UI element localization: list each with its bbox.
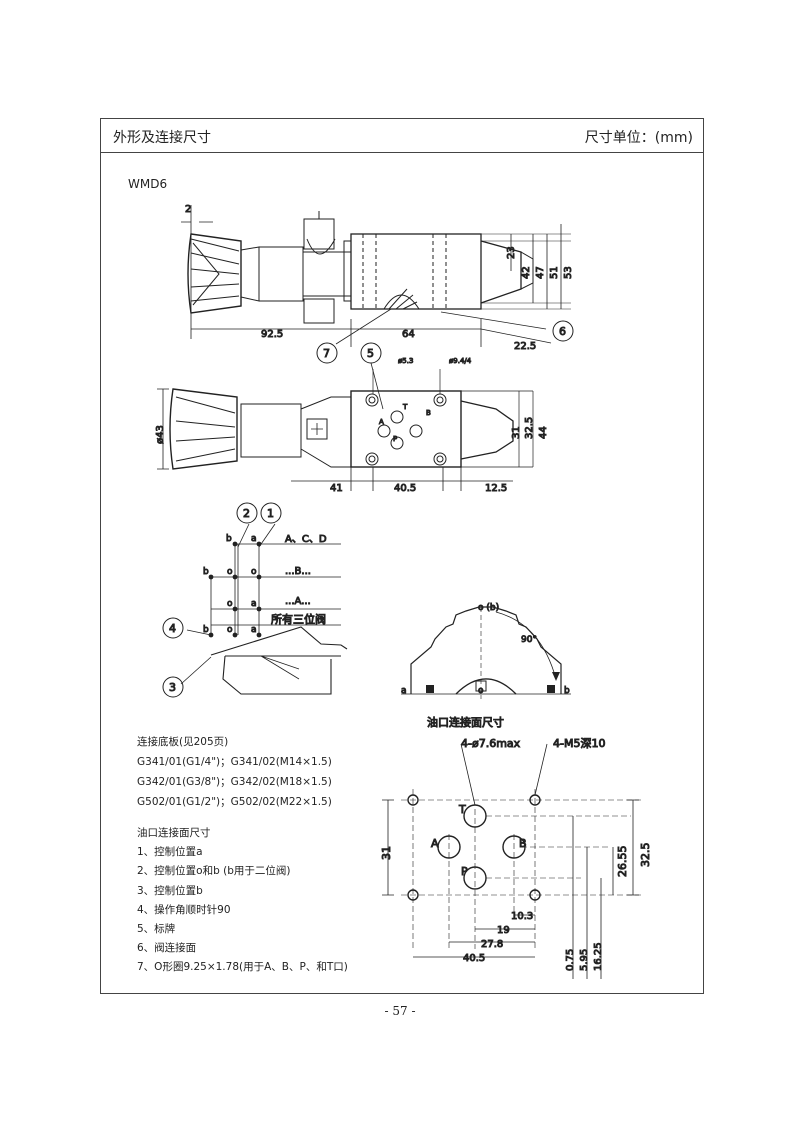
operating-dial bbox=[401, 606, 571, 699]
dial-title: 油口连接面尺寸 bbox=[427, 715, 504, 729]
svg-text:1: 1 bbox=[267, 507, 274, 520]
svg-text:5: 5 bbox=[367, 347, 374, 360]
iface-32-5: 32.5 bbox=[639, 843, 652, 868]
dim-dia5-3: ø5.3 bbox=[398, 357, 413, 365]
pos-b-line: ...B... bbox=[285, 566, 311, 577]
iface-port-a: A bbox=[431, 837, 439, 850]
dial-ob: o (b) bbox=[478, 603, 499, 613]
pos-o-3: o bbox=[251, 567, 257, 577]
base-plate-title: 连接底板(见205页) bbox=[137, 736, 229, 748]
legend-item: 3、控制位置b bbox=[137, 884, 203, 897]
thread-label: 4-M5深10 bbox=[553, 737, 605, 750]
legend-item: 4、操作角顺时针90 bbox=[137, 903, 231, 916]
dim-40-5: 40.5 bbox=[394, 483, 416, 494]
dim-23: 23 bbox=[506, 246, 517, 259]
callout-7 bbox=[316, 342, 338, 364]
dim-22-5: 22.5 bbox=[514, 341, 536, 352]
section-header: 外形及连接尺寸 尺寸单位：(mm) bbox=[101, 119, 703, 153]
dim-47: 47 bbox=[535, 266, 546, 279]
technical-drawing: 2 92.5 64 22.5 23 42 47 51 53 7 5 6 bbox=[155, 204, 653, 979]
pos-b-1: b bbox=[226, 534, 232, 544]
svg-text:3: 3 bbox=[169, 681, 176, 694]
position-diagram bbox=[180, 523, 348, 695]
dim-dia43: ø43 bbox=[155, 425, 166, 444]
dim-92-5: 92.5 bbox=[261, 329, 283, 340]
drawing-frame: 外形及连接尺寸 尺寸单位：(mm) WMD6 bbox=[100, 118, 704, 994]
dim-64: 64 bbox=[402, 329, 415, 340]
legend-item: 2、控制位置o和b (b用于二位阀) bbox=[137, 865, 291, 878]
interface-face bbox=[382, 743, 641, 979]
dim-31: 31 bbox=[511, 426, 522, 439]
svg-text:2: 2 bbox=[243, 507, 250, 520]
iface-27-8: 27.8 bbox=[481, 939, 503, 950]
svg-text:7: 7 bbox=[323, 347, 330, 360]
page-number: - 57 - bbox=[384, 1004, 416, 1018]
callout-1 bbox=[260, 502, 282, 524]
legend-title: 油口连接面尺寸 bbox=[137, 827, 211, 839]
legend-item: 6、阀连接面 bbox=[137, 942, 197, 955]
dial-b: b bbox=[564, 686, 570, 696]
base-plate-row: G341/01(G1/4")；G341/02(M14×1.5) bbox=[137, 756, 332, 768]
pos-a-4: a bbox=[251, 599, 257, 609]
side-view bbox=[181, 205, 571, 347]
pos-o-2: o bbox=[227, 567, 233, 577]
holes-label: 4-ø7.6max bbox=[461, 737, 521, 750]
dim-41: 41 bbox=[330, 483, 343, 494]
iface-port-t: T bbox=[458, 803, 466, 816]
legend-item: 5、标牌 bbox=[137, 923, 176, 936]
dim-32-5: 32.5 bbox=[524, 417, 535, 439]
pos-b-2: b bbox=[203, 567, 209, 577]
top-view bbox=[157, 369, 534, 491]
iface-port-b: B bbox=[519, 837, 527, 850]
dim-12-5: 12.5 bbox=[485, 483, 507, 494]
iface-10-3: 10.3 bbox=[511, 911, 533, 922]
svg-text:4: 4 bbox=[169, 622, 176, 635]
iface-26-55: 26.55 bbox=[616, 846, 629, 878]
dial-o: o bbox=[478, 686, 484, 696]
pos-a-5: a bbox=[251, 625, 257, 635]
port-a-label: A bbox=[379, 418, 384, 426]
iface-19: 19 bbox=[497, 925, 510, 936]
pos-all-three: 所有三位阀 bbox=[271, 612, 326, 626]
dim-42: 42 bbox=[521, 266, 532, 279]
section-title: 外形及连接尺寸 bbox=[113, 130, 211, 146]
base-plate-row: G342/01(G3/8")；G342/02(M18×1.5) bbox=[137, 776, 332, 788]
pos-a-line: ...A... bbox=[285, 596, 311, 607]
pos-o-4: o bbox=[227, 599, 233, 609]
port-b-label: B bbox=[426, 409, 431, 417]
pos-a-1: a bbox=[251, 534, 257, 544]
callout-4 bbox=[162, 617, 184, 639]
legend-item: 1、控制位置a bbox=[137, 846, 203, 859]
base-plate-notes: 连接底板(见205页) G341/01(G1/4")；G341/02(M14×1… bbox=[137, 732, 332, 812]
pos-b-5: b bbox=[203, 625, 209, 635]
iface-port-p: P bbox=[461, 865, 468, 878]
iface-5-95: 5.95 bbox=[579, 949, 590, 971]
dim-53: 53 bbox=[563, 266, 574, 279]
dial-a: a bbox=[401, 686, 407, 696]
dim-51: 51 bbox=[549, 266, 560, 279]
svg-text:6: 6 bbox=[559, 325, 566, 338]
model-name: WMD6 bbox=[128, 177, 168, 191]
iface-31: 31 bbox=[380, 846, 393, 860]
iface-40-5: 40.5 bbox=[463, 953, 485, 964]
dim-top-gap: 2 bbox=[185, 204, 191, 215]
base-plate-row: G502/01(G1/2")；G502/02(M22×1.5) bbox=[137, 796, 332, 808]
callout-3 bbox=[162, 676, 184, 698]
port-t-label: T bbox=[402, 403, 408, 411]
legend: 油口连接面尺寸 1、控制位置a 2、控制位置o和b (b用于二位阀) 3、控制位… bbox=[137, 824, 348, 978]
callout-2 bbox=[236, 502, 258, 524]
dim-dia9-4: ø9.4/4 bbox=[449, 357, 472, 365]
unit-label: 尺寸单位：(mm) bbox=[584, 130, 693, 146]
legend-item: 7、O形圈9.25×1.78(用于A、B、P、和T口) bbox=[137, 961, 348, 974]
callout-6 bbox=[552, 320, 574, 342]
pos-acd: A、C、D bbox=[285, 534, 327, 545]
iface-16-25: 16.25 bbox=[593, 942, 604, 971]
port-p-label: P bbox=[393, 435, 397, 443]
pos-o-5: o bbox=[227, 625, 233, 635]
dim-44: 44 bbox=[538, 426, 549, 439]
dial-angle: 90° bbox=[521, 635, 537, 645]
iface-0-75: 0.75 bbox=[565, 949, 576, 971]
